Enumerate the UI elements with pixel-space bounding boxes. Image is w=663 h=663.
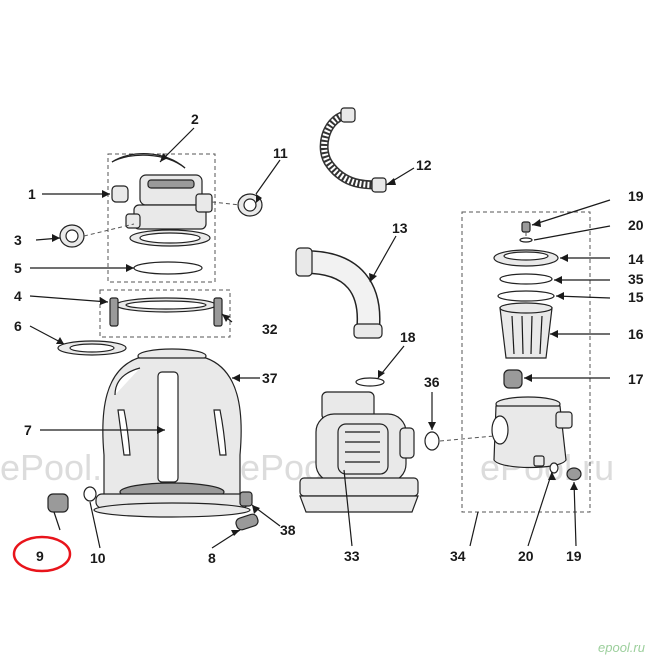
- part-6-diffuser: [57, 340, 127, 356]
- label-20-top: 20: [628, 217, 644, 233]
- label-35: 35: [628, 271, 644, 287]
- label-33: 33: [344, 548, 360, 564]
- label-19-bottom: 19: [566, 548, 582, 564]
- highlight-circle: [12, 535, 72, 573]
- label-5: 5: [14, 260, 22, 276]
- label-12: 12: [416, 157, 432, 173]
- part-17-union: [503, 369, 523, 389]
- part-36-o-ring: [424, 431, 440, 451]
- part-34-strainer-housing: [491, 396, 573, 469]
- label-10: 10: [90, 550, 106, 566]
- multiport-valve: [111, 153, 213, 247]
- strainer-group-box: [461, 211, 591, 513]
- leader-lines: [29, 127, 611, 549]
- label-11: 11: [273, 145, 288, 161]
- part-4-clamp: [109, 297, 223, 327]
- part-3-pressure-gauge: [59, 224, 85, 248]
- part-9-drain-cap: [47, 493, 69, 513]
- label-38: 38: [280, 522, 296, 538]
- label-3: 3: [14, 232, 22, 248]
- part-19-vent-top: [521, 221, 531, 233]
- valve-group-box: [107, 153, 216, 283]
- label-13: 13: [392, 220, 408, 236]
- part-1-cap: [111, 185, 129, 203]
- part-20-seal-bottom: [549, 462, 559, 474]
- part-10-o-ring: [83, 486, 97, 502]
- watermark-corner: epool.ru: [598, 640, 645, 655]
- part-35-lid: [499, 273, 553, 285]
- label-1: 1: [28, 186, 36, 202]
- label-4: 4: [14, 288, 22, 304]
- label-7: 7: [24, 422, 32, 438]
- part-13-elbow: [295, 247, 383, 339]
- label-18: 18: [400, 329, 416, 345]
- arrowheads: [52, 153, 578, 536]
- label-32: 32: [262, 321, 278, 337]
- label-6: 6: [14, 318, 22, 334]
- label-34: 34: [450, 548, 466, 564]
- label-37: 37: [262, 370, 278, 386]
- label-9: 9: [36, 548, 44, 564]
- part-18-o-ring: [355, 377, 385, 387]
- part-12-hose: [319, 107, 387, 193]
- label-19-top: 19: [628, 188, 644, 204]
- part-5-o-ring: [133, 261, 203, 275]
- part-33-pump: [299, 377, 419, 513]
- part-number-labels: 1 2 3 5 4 6 7 8 9 10 11 12 13 14 15 16 1…: [14, 111, 644, 566]
- part-8-drain-plug: [235, 513, 259, 531]
- label-17: 17: [628, 371, 644, 387]
- part-20-seal-top: [519, 237, 533, 243]
- filter-tank: [93, 348, 253, 518]
- label-20-bottom: 20: [518, 548, 534, 564]
- label-15: 15: [628, 289, 644, 305]
- label-16: 16: [628, 326, 644, 342]
- clamp-group-box: [99, 289, 231, 338]
- label-36: 36: [424, 374, 440, 390]
- label-2: 2: [191, 111, 199, 127]
- part-19-vent-bottom: [566, 467, 582, 481]
- part-15-o-ring: [497, 290, 555, 302]
- part-16-basket: [499, 302, 553, 359]
- label-8: 8: [208, 550, 216, 566]
- label-14: 14: [628, 251, 644, 267]
- part-14-lid-ring: [493, 249, 559, 267]
